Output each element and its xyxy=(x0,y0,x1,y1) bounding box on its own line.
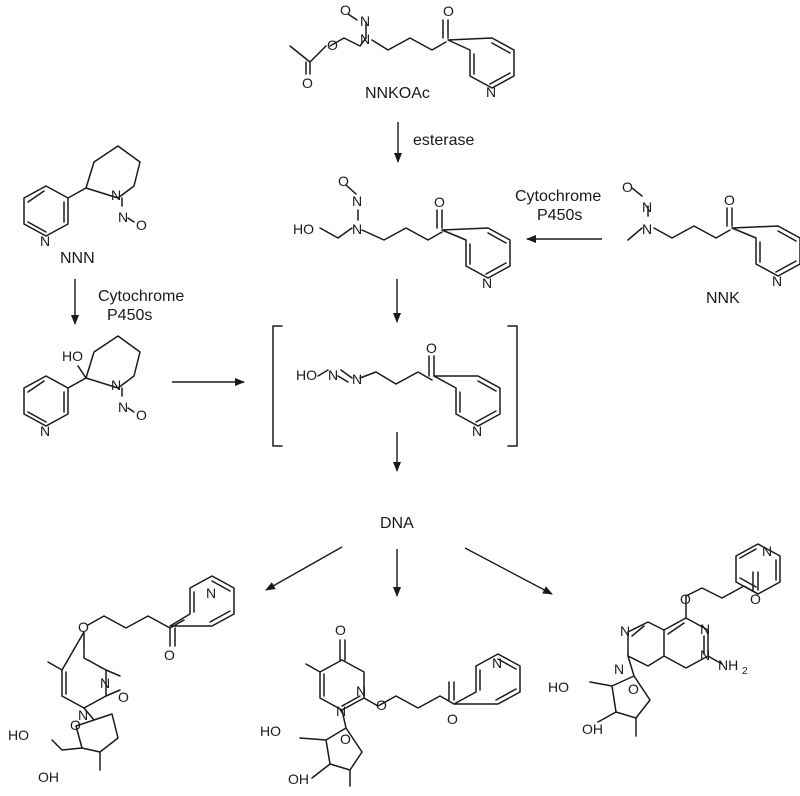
nnk-label: NNK xyxy=(706,290,740,307)
dna-label: DNA xyxy=(380,515,414,532)
atom-n: N xyxy=(772,273,782,289)
atom-o: O xyxy=(340,731,351,747)
atom-n: N xyxy=(642,221,652,237)
atom-o: O xyxy=(136,407,147,423)
atom-oh: OH xyxy=(288,771,309,787)
atom-o: O xyxy=(680,591,691,607)
nnk-structure: O N N O N xyxy=(622,179,800,289)
atom-n: N xyxy=(762,543,772,559)
atom-n: N xyxy=(360,13,370,29)
atom-n: N xyxy=(336,703,346,719)
atom-n: N xyxy=(40,423,50,439)
atom-o: O xyxy=(118,689,129,705)
atom-n: N xyxy=(620,623,630,639)
nnn-label: NNN xyxy=(60,250,95,267)
atom-n: N xyxy=(78,707,88,723)
atom-n: N xyxy=(100,675,110,691)
atom-o: O xyxy=(426,340,437,356)
atom-n: N xyxy=(111,187,121,203)
atom-ho: HO xyxy=(548,679,569,695)
nnk-cyp-label-2: P450s xyxy=(537,207,582,224)
o6-pob-deoxyguanosine-structure: O N N N N NH 2 O N O HO OH xyxy=(548,543,781,737)
hydroxymethyl-nitrosamine-structure: O N N HO O N xyxy=(293,173,511,291)
atom-o: O xyxy=(443,3,454,19)
atom-n: N xyxy=(352,221,362,237)
nnn-cyp-label-2: P450s xyxy=(107,307,152,324)
atom-o: O xyxy=(136,217,147,233)
atom-n: N xyxy=(352,371,362,387)
nnn-structure: N N N O xyxy=(23,145,147,249)
atom-sub2: 2 xyxy=(742,666,748,677)
atom-ho: HO xyxy=(62,348,83,364)
atom-oh: OH xyxy=(38,769,59,785)
nnkoac-label: NNKOAc xyxy=(365,85,430,102)
atom-n: N xyxy=(614,661,624,677)
atom-n: N xyxy=(206,585,216,601)
nnk-cyp-label-1: Cytochrome xyxy=(515,188,601,205)
atom-n: N xyxy=(356,683,366,699)
dna-arrow-right xyxy=(464,547,553,595)
hydroxy-nnn-structure: HO N N N O xyxy=(23,335,147,439)
atom-o: O xyxy=(376,697,387,713)
atom-o: O xyxy=(628,681,639,697)
atom-n: N xyxy=(486,84,496,100)
esterase-label: esterase xyxy=(413,132,474,149)
atom-o: O xyxy=(335,622,346,638)
atom-o: O xyxy=(447,711,458,727)
atom-n: N xyxy=(118,399,128,415)
atom-n: N xyxy=(472,423,482,439)
atom-o: O xyxy=(164,647,175,663)
atom-o: O xyxy=(724,192,735,208)
atom-n: N xyxy=(642,199,652,215)
nnn-cyp-label-1: Cytochrome xyxy=(98,288,184,305)
atom-n: N xyxy=(482,275,492,291)
diazohydroxide-structure: HO N N O N xyxy=(296,340,501,439)
atom-ho: HO xyxy=(293,221,314,237)
atom-n: N xyxy=(40,233,50,249)
atom-o: O xyxy=(434,194,445,210)
atom-n: N xyxy=(111,377,121,393)
atom-n: N xyxy=(492,655,502,671)
nnkoac-structure: O N N O O O N xyxy=(289,2,515,100)
atom-nh: NH xyxy=(718,657,738,673)
atom-ho: HO xyxy=(260,723,281,739)
atom-oh: OH xyxy=(582,721,603,737)
atom-ho: HO xyxy=(296,367,317,383)
atom-n: N xyxy=(360,31,370,47)
atom-o: O xyxy=(338,173,349,189)
left-bracket xyxy=(272,325,283,447)
atom-o: O xyxy=(78,619,89,635)
dna-arrow-left xyxy=(265,546,343,591)
atom-ho: HO xyxy=(8,727,29,743)
atom-o: O xyxy=(302,75,313,91)
right-bracket xyxy=(507,325,518,447)
atom-n: N xyxy=(118,209,128,225)
atom-o: O xyxy=(750,591,761,607)
atom-o: O xyxy=(622,179,633,195)
atom-n: N xyxy=(328,367,338,383)
o2-pob-thymidine-structure: O N N O O N O HO OH xyxy=(260,622,521,787)
atom-o: O xyxy=(340,2,351,18)
atom-o: O xyxy=(70,717,81,733)
atom-o: O xyxy=(327,37,338,53)
o4-pob-thymidine-structure: O O N N O N O HO OH xyxy=(8,575,235,785)
atom-n: N xyxy=(700,647,710,663)
atom-n: N xyxy=(700,621,710,637)
atom-n: N xyxy=(352,193,362,209)
